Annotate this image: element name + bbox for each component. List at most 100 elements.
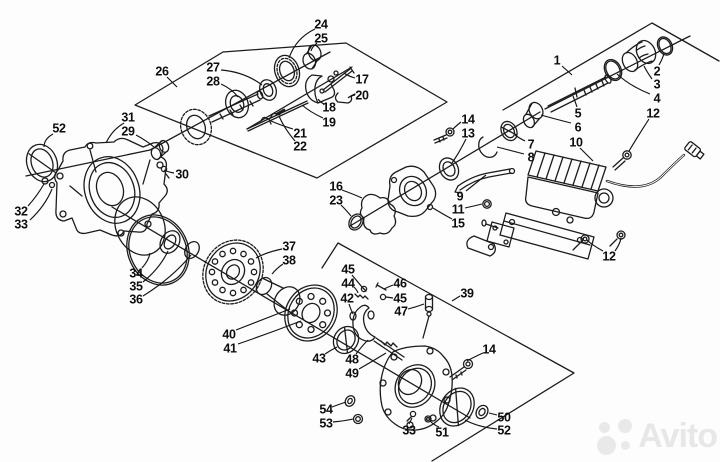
leader-line [540, 114, 572, 124]
roller-bearing-24 [273, 54, 301, 88]
bolt-12b [572, 234, 590, 251]
part-number-label: 9 [457, 190, 464, 204]
leader-line [561, 65, 573, 76]
leader-line [271, 263, 284, 275]
bracket-9 [454, 167, 516, 194]
leader-line [465, 174, 487, 192]
leader-line [220, 83, 239, 98]
gearcase-housing [54, 137, 168, 237]
leader-line [105, 122, 125, 144]
small-parts-44-45-46 [349, 282, 387, 321]
leader-line [278, 115, 296, 142]
leader-line [572, 95, 578, 108]
part-number-label: 53 [319, 417, 333, 431]
bearing-35 [159, 230, 181, 254]
leader-line [383, 284, 394, 290]
part-number-label: 1 [554, 54, 561, 68]
part-number-label: 49 [345, 367, 359, 381]
leader-line [220, 69, 263, 86]
part-number-label: 52 [52, 122, 66, 136]
clip-30 [160, 165, 170, 179]
leader-line [464, 419, 498, 430]
part-number-label: 22 [293, 140, 307, 154]
part-number-label: 12 [646, 107, 660, 121]
bushing-29 [150, 139, 170, 161]
leader-line [317, 98, 325, 105]
leader-line [432, 207, 453, 220]
nut-51 [424, 415, 432, 423]
part-number-label: 16 [329, 180, 343, 194]
leader-line [451, 295, 461, 302]
bearing-13 [438, 157, 460, 181]
part-number-label: 28 [206, 75, 220, 89]
part-number-label: 48 [345, 353, 359, 367]
leader-line [288, 28, 316, 59]
bolt-12c [609, 230, 626, 247]
part-number-label: 4 [654, 92, 661, 106]
part-number-label: 10 [569, 136, 583, 150]
bolt-14a [433, 127, 455, 144]
leader-line [628, 118, 650, 152]
part-number-label: 31 [121, 111, 135, 125]
oring-gaskets-34 [114, 196, 190, 286]
ring-4 [603, 58, 623, 82]
part-number-label: 29 [121, 125, 135, 139]
part-number-label: 8 [528, 151, 535, 165]
spacer-25 [302, 44, 322, 70]
part-number-label: 24 [314, 18, 328, 32]
leader-line [358, 352, 387, 370]
part-number-label: 2 [654, 65, 661, 79]
leader-line [643, 65, 653, 80]
leader-line [451, 138, 467, 164]
leader-line [466, 352, 484, 362]
part-number-label: 13 [461, 127, 475, 141]
part-number-label: 42 [340, 292, 354, 306]
snap-ring-8 [478, 136, 498, 158]
part-number-label: 51 [435, 426, 449, 440]
cover-plate [379, 345, 453, 431]
shift-fork-18 [304, 70, 339, 104]
pinion-gear-31 [179, 90, 264, 146]
bearing-flange-40 [284, 284, 338, 342]
plug-50 [475, 404, 489, 420]
part-number-label: 32 [14, 205, 28, 219]
panel-outline-c [321, 242, 575, 462]
part-number-label: 17 [355, 73, 369, 87]
bushing-6 [522, 101, 544, 129]
oring-23 [348, 213, 364, 231]
actuator-cable [605, 141, 705, 188]
leader-line [353, 286, 359, 294]
part-number-label: 25 [314, 32, 328, 46]
part-number-label: 39 [460, 287, 474, 301]
leader-line [385, 296, 394, 299]
part-number-label: 5 [575, 107, 582, 121]
leader-line [324, 346, 338, 355]
bolt-12a [612, 150, 632, 171]
leader-line [270, 120, 294, 130]
ring-2 [656, 36, 674, 56]
leader-line [658, 52, 665, 66]
leader-line [488, 412, 498, 416]
seal-7 [500, 120, 518, 142]
part-number-label: 52 [497, 424, 511, 438]
panel-outline-a [134, 42, 448, 179]
part-number-label: 14 [461, 113, 475, 127]
leader-line [429, 420, 440, 428]
leader-line [614, 237, 622, 252]
shift-rod-17 [319, 66, 355, 94]
part-number-label: 37 [282, 240, 296, 254]
part-number-label: 33 [402, 424, 416, 438]
leader-line [135, 134, 155, 148]
part-number-label: 40 [222, 328, 236, 342]
part-number-label: 23 [329, 194, 343, 208]
part-number-label: 50 [497, 411, 511, 425]
leader-line [166, 76, 178, 88]
leader-line [237, 320, 302, 345]
part-number-label: 41 [223, 342, 237, 356]
leader-line [586, 239, 604, 252]
leader-line [301, 104, 324, 119]
snap-ring-36 [184, 240, 200, 260]
oring-11 [482, 199, 492, 209]
part-number-label: 45 [341, 263, 355, 277]
